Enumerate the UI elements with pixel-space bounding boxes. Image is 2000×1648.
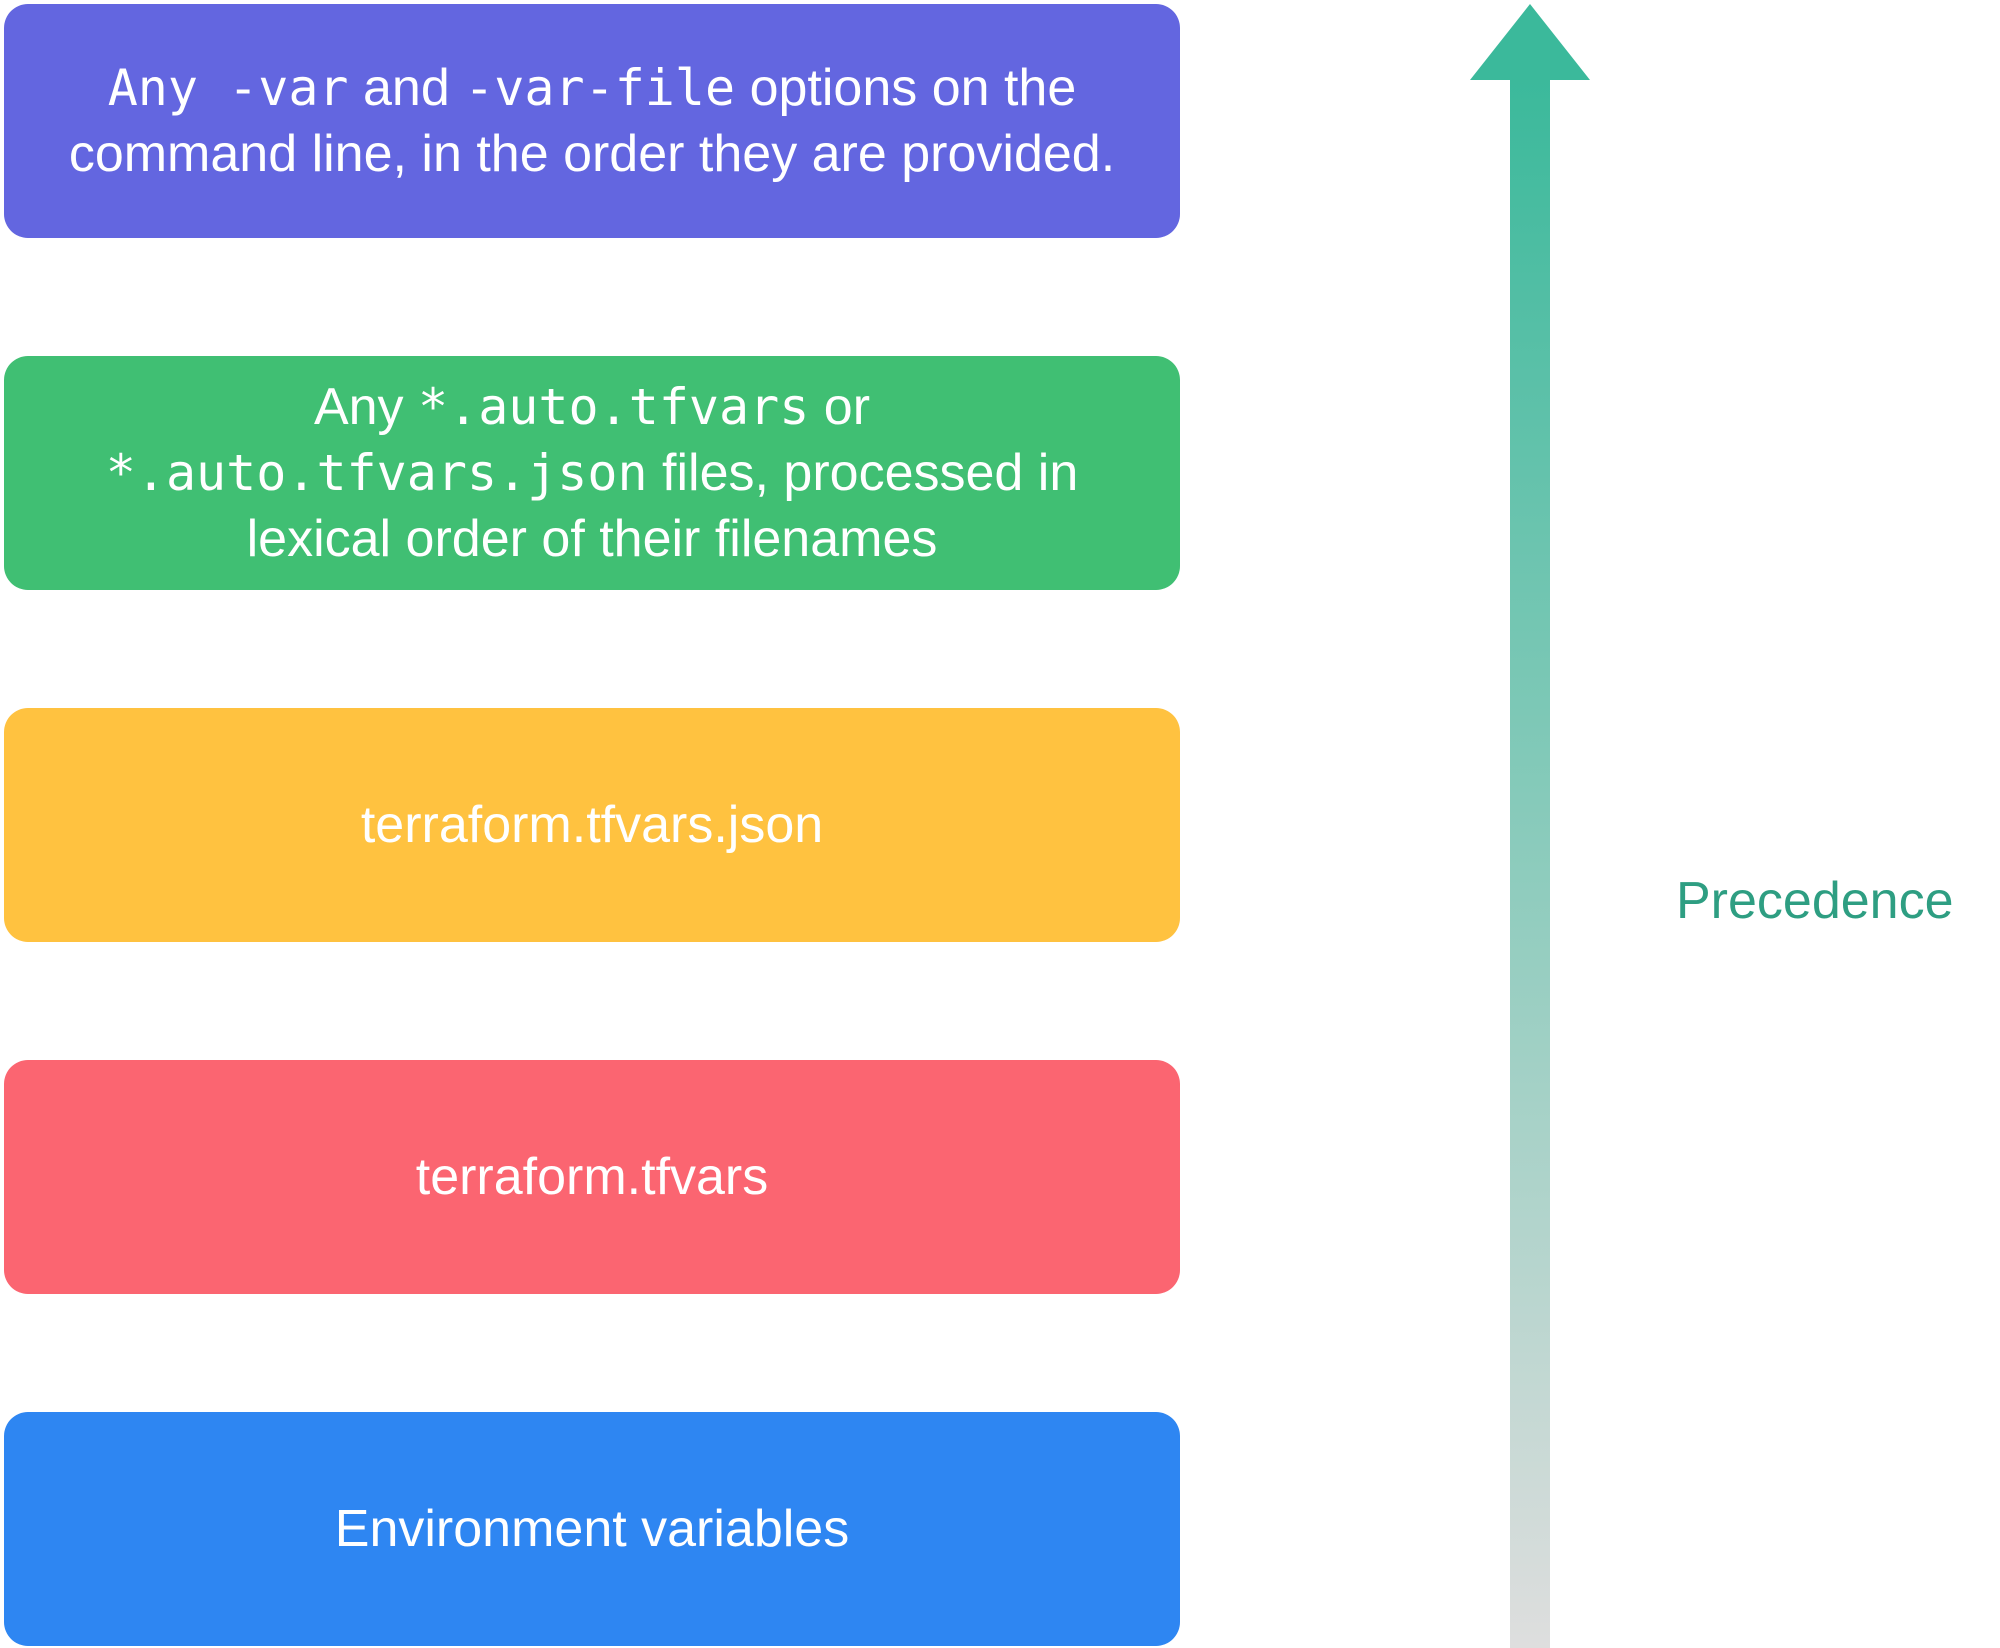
text-span: and [348,59,465,117]
precedence-arrow [1470,4,1590,1648]
text-span: files, processed in [647,444,1079,502]
text-span: terraform.tfvars.json [360,796,824,854]
text-span: Any [313,378,418,436]
text-line: command line, in the order they are prov… [69,125,1115,183]
level-text: Any *.auto.tfvars or *.auto.tfvars.json … [106,374,1079,572]
text-line: lexical order of their filenames [247,510,938,568]
arrow-head [1470,4,1590,80]
code-span: -var [228,59,349,117]
text-line: Any *.auto.tfvars or [314,378,870,436]
code-span: Any [107,59,229,117]
text-span: or [809,378,871,436]
precedence-level-tfvars-json: terraform.tfvars.json [4,708,1180,942]
arrow-shaft [1510,76,1550,1648]
text-span: terraform.tfvars [415,1148,769,1206]
code-span: *.auto.tfvars [418,378,810,436]
text-span: options on the [735,59,1077,117]
precedence-level-environment-variables: Environment variables [4,1412,1180,1646]
text-span: command line, in the order they are prov… [68,125,1116,183]
text-span: lexical order of their filenames [246,510,938,568]
precedence-level-cli-options: Any -var and -var-file options on the co… [4,4,1180,238]
level-text: Environment variables [335,1496,849,1562]
level-text: Any -var and -var-file options on the co… [69,55,1115,187]
level-text: terraform.tfvars.json [361,792,823,858]
level-text: terraform.tfvars [416,1144,769,1210]
text-line: *.auto.tfvars.json files, processed in [106,444,1079,502]
text-line: Any -var and -var-file options on the [108,59,1077,117]
precedence-level-tfvars: terraform.tfvars [4,1060,1180,1294]
text-span: Environment variables [334,1500,850,1558]
code-span: *.auto.tfvars.json [105,444,648,502]
code-span: -var-file [464,59,736,117]
precedence-label: Precedence [1676,872,1954,930]
precedence-level-auto-tfvars: Any *.auto.tfvars or *.auto.tfvars.json … [4,356,1180,590]
